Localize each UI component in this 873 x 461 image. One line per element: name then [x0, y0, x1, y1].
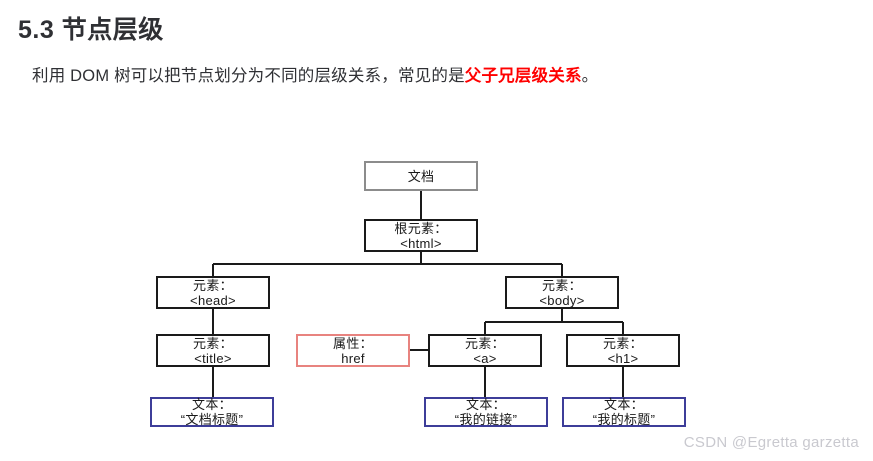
tree-node-element-body: 元素：<body> [505, 276, 619, 309]
tree-node-label-secondary: <a> [473, 350, 497, 366]
tree-node-text-my-link: 文本：“我的链接” [424, 397, 548, 427]
tree-node-label-primary: 根元素： [394, 220, 448, 236]
tree-node-text-my-heading: 文本：“我的标题” [562, 397, 686, 427]
tree-node-label-primary: 文本： [466, 397, 506, 412]
tree-node-label-primary: 属性： [333, 335, 373, 351]
tree-node-label-secondary: href [341, 350, 365, 366]
tree-node-label-primary: 文档 [407, 168, 435, 184]
tree-node-label-secondary: <html> [400, 235, 442, 251]
intro-paragraph: 利用 DOM 树可以把节点划分为不同的层级关系，常见的是父子兄层级关系。 [32, 62, 598, 86]
tree-node-label-primary: 文本： [192, 397, 232, 412]
tree-node-label-primary: 元素： [193, 335, 233, 351]
tree-node-label-secondary: <h1> [607, 350, 639, 366]
tree-node-element-h1: 元素：<h1> [566, 334, 680, 367]
page-title: 5.3 节点层级 [18, 16, 164, 44]
tree-node-attribute-href: 属性：href [296, 334, 410, 367]
tree-node-text-document-title: 文本：“文档标题” [150, 397, 274, 427]
tree-node-label-primary: 元素： [603, 335, 643, 351]
tree-node-document: 文档 [364, 161, 478, 191]
tree-node-label-secondary: <body> [539, 292, 585, 308]
intro-text-after: 。 [581, 67, 599, 85]
tree-node-label-secondary: <head> [190, 292, 236, 308]
tree-node-label-primary: 元素： [193, 277, 233, 293]
tree-node-label-secondary: “我的标题” [592, 412, 656, 427]
tree-node-element-head: 元素：<head> [156, 276, 270, 309]
tree-node-element-a: 元素：<a> [428, 334, 542, 367]
tree-node-root-html: 根元素：<html> [364, 219, 478, 252]
tree-node-label-primary: 元素： [542, 277, 582, 293]
tree-node-label-secondary: <title> [194, 350, 232, 366]
intro-text-before: 利用 DOM 树可以把节点划分为不同的层级关系，常见的是 [32, 67, 465, 85]
tree-node-element-title: 元素：<title> [156, 334, 270, 367]
tree-node-label-secondary: “文档标题” [180, 412, 244, 427]
csdn-watermark: CSDN @Egretta garzetta [683, 434, 859, 451]
tree-node-label-secondary: “我的链接” [454, 412, 518, 427]
tree-node-label-primary: 文本： [604, 397, 644, 412]
intro-emphasis-text: 父子兄层级关系 [464, 67, 582, 85]
tree-node-label-primary: 元素： [465, 335, 505, 351]
